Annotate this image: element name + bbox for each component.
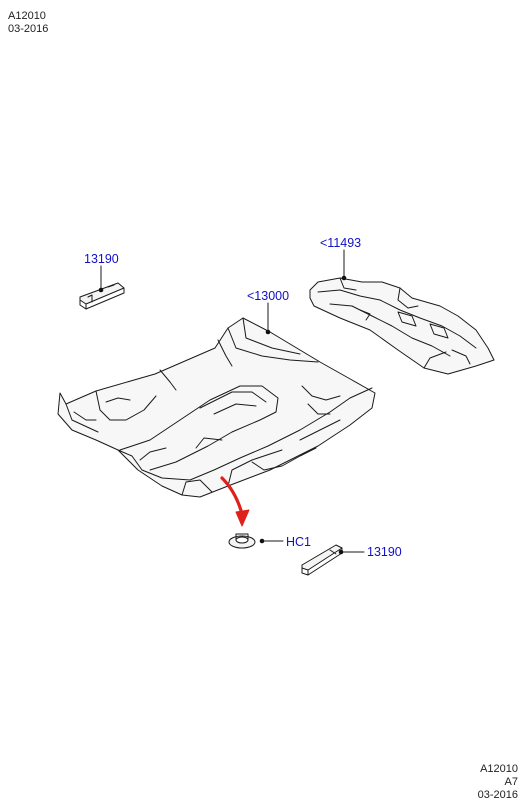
callout-clip: HC1 (286, 535, 312, 549)
footer-code: A12010 (480, 763, 518, 775)
arrow-head (235, 509, 250, 527)
footer-block: A12010 A7 03-2016 (478, 763, 518, 802)
header-block: A12010 03-2016 (8, 10, 48, 36)
header-date: 03-2016 (8, 23, 49, 35)
callout-trim-right: 13190 (367, 545, 402, 559)
floor-covering-details (65, 317, 373, 496)
rear-mat-details (317, 277, 477, 369)
floor-covering (57, 317, 376, 498)
footer-page: A7 (504, 776, 518, 788)
rear-mat (309, 277, 495, 375)
callout-trim-left: 13190 (84, 252, 119, 266)
location-arrow (220, 476, 244, 516)
callout-floor-covering: <13000 (247, 289, 290, 303)
trim-piece-left (79, 282, 125, 310)
callout-rear-mat: <11493 (320, 236, 362, 250)
trim-piece-right (301, 544, 343, 576)
header-code: A12010 (8, 10, 46, 22)
footer-date: 03-2016 (477, 789, 518, 801)
floor-clip (228, 533, 256, 549)
